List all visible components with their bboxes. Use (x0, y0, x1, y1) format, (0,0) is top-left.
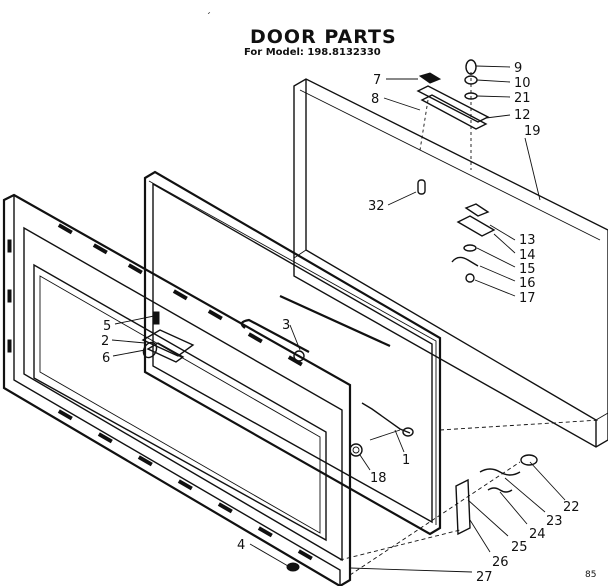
callout-6: 6 (102, 351, 110, 366)
callout-18: 18 (370, 471, 387, 486)
bottom-hinge-parts (286, 419, 601, 576)
callout-26: 26 (492, 555, 509, 570)
outer-door-panel (293, 78, 608, 448)
callout-25: 25 (511, 540, 528, 555)
callout-15: 15 (519, 262, 536, 277)
callout-7: 7 (373, 73, 381, 88)
model-subtitle: For Model: 198.8132330 (244, 47, 381, 58)
callout-13: 13 (519, 233, 536, 248)
callout-19: 19 (524, 124, 541, 139)
door-gasket-frame (143, 170, 442, 536)
callout-32: 32 (368, 199, 385, 214)
corner-tick: ´ (206, 12, 211, 23)
door-switch-parts (349, 402, 414, 457)
leader-lines (111, 65, 566, 573)
callout-1: 1 (402, 453, 410, 468)
callout-9: 9 (514, 61, 522, 76)
callout-10: 10 (514, 76, 531, 91)
callout-27: 27 (476, 570, 493, 585)
callout-4: 4 (237, 538, 245, 553)
callout-labels: 9 10 21 12 19 7 8 32 13 14 15 16 17 3 5 … (101, 61, 580, 585)
callout-16: 16 (519, 276, 536, 291)
callout-3: 3 (282, 318, 290, 333)
latch-parts (141, 294, 391, 363)
callout-2: 2 (101, 334, 109, 349)
callout-23: 23 (546, 514, 563, 529)
callout-12: 12 (514, 108, 531, 123)
lower-hinge-assembly (451, 203, 496, 283)
callout-24: 24 (529, 527, 546, 542)
page-code: 85 (585, 570, 597, 580)
callout-17: 17 (519, 291, 536, 306)
inner-door-panel (2, 193, 352, 586)
callout-21: 21 (514, 91, 531, 106)
callout-8: 8 (371, 92, 379, 107)
callout-22: 22 (563, 500, 580, 515)
callout-5: 5 (103, 319, 111, 334)
callout-14: 14 (519, 248, 536, 263)
upper-hinge-assembly (416, 59, 490, 195)
diagram-title: DOOR PARTS (250, 26, 397, 48)
